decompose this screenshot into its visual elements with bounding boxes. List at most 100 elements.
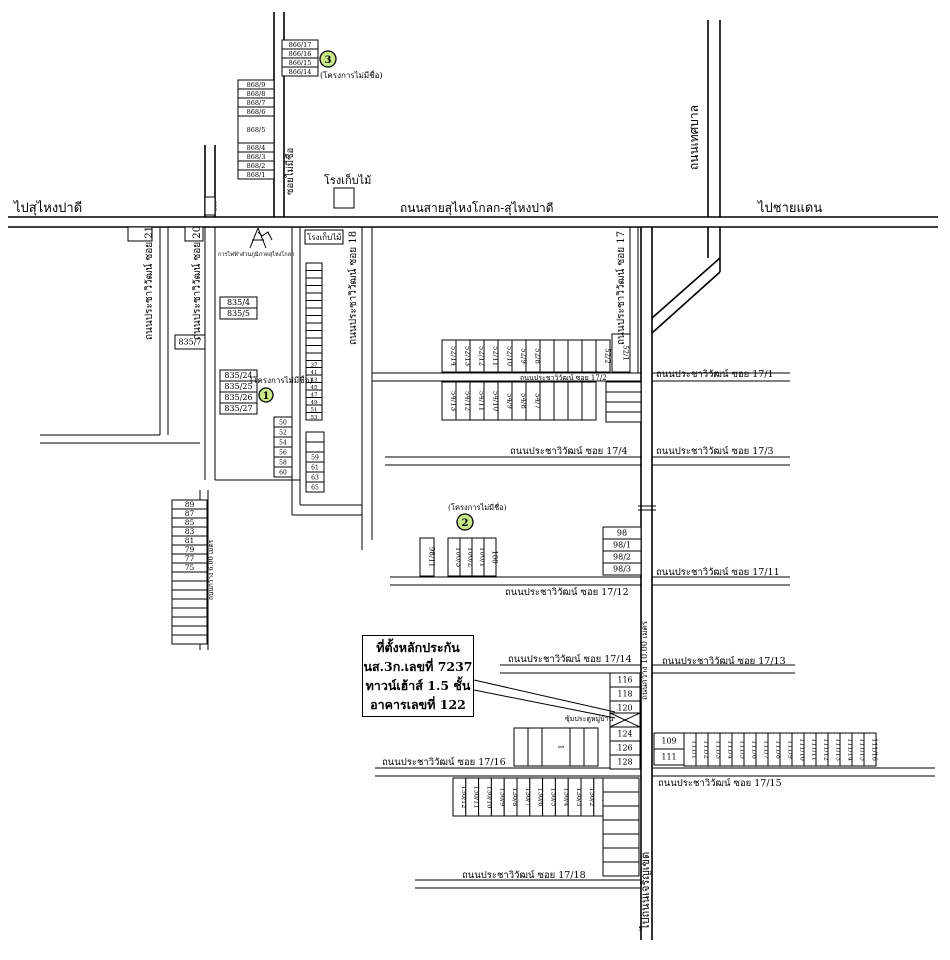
label-soi-17-18: ถนนประชาวิวัฒน์ ซอย 17/18 <box>462 869 586 881</box>
lot-blank <box>171 634 208 645</box>
lot-n868-2: 868/7 <box>237 97 275 108</box>
electricity-icon <box>249 227 273 249</box>
svg-text:52/9: 52/9 <box>520 348 528 364</box>
svg-text:835/25: 835/25 <box>224 382 252 391</box>
lot-n868-5: 868/4 <box>237 142 275 153</box>
lot-block-west <box>127 226 153 242</box>
lot-odd_west-7: 75 <box>171 562 208 573</box>
svg-text:54/7: 54/7 <box>534 393 542 409</box>
label-east-vertical: ถนนเทศบาล <box>687 105 701 170</box>
svg-text:111/4: 111/4 <box>727 740 735 759</box>
svg-text:111/11: 111/11 <box>811 738 819 761</box>
svg-text:130/6: 130/6 <box>537 788 545 807</box>
lot-r98-1: 98/1 <box>602 538 642 552</box>
lot-blank <box>305 262 323 271</box>
lot-r116-4: 126 <box>609 740 641 756</box>
lot-r111-7: 111/8 <box>767 732 783 767</box>
lot-blank <box>567 339 583 373</box>
svg-text:52/8: 52/8 <box>534 348 542 364</box>
svg-text:866/14: 866/14 <box>289 68 312 76</box>
lot-r111-13: 111/14 <box>839 732 855 767</box>
svg-text:47: 47 <box>311 392 318 398</box>
lot-blank <box>171 625 208 636</box>
lot-r116-1: 118 <box>609 686 641 702</box>
svg-text:835/4: 835/4 <box>227 298 250 307</box>
lot-n866-0: 866/17 <box>281 39 319 50</box>
marker-3: 3 <box>319 50 337 68</box>
lot-blank <box>171 598 208 609</box>
svg-text:111/12: 111/12 <box>823 738 831 761</box>
lot-blank <box>539 381 555 421</box>
svg-text:111/2: 111/2 <box>703 740 711 759</box>
lot-block-835 <box>204 196 216 216</box>
svg-text:868/1: 868/1 <box>247 171 266 179</box>
svg-text:124: 124 <box>617 730 632 739</box>
lot-blank <box>602 777 640 793</box>
lot-blank <box>605 391 642 403</box>
svg-text:54/9: 54/9 <box>506 393 514 409</box>
lot-r54-5: 54/8 <box>511 381 528 421</box>
svg-text:866/16: 866/16 <box>289 50 312 58</box>
lot-r130-9: 130/3 <box>567 777 583 817</box>
lot-blank <box>305 322 323 331</box>
svg-text:835/5: 835/5 <box>227 309 250 318</box>
lot-r98-0: 98 <box>602 526 642 540</box>
svg-text:51: 51 <box>311 407 318 413</box>
lot-blank <box>171 616 208 627</box>
lot-n866-3: 866/14 <box>281 66 319 77</box>
lot-blank <box>305 315 323 324</box>
svg-text:835/7: 835/7 <box>178 338 201 347</box>
lot-r100-0: 98/11 <box>419 537 436 577</box>
svg-text:111/15: 111/15 <box>859 738 867 761</box>
svg-text:52/12: 52/12 <box>478 346 486 366</box>
lot-r111-12: 111/13 <box>827 732 843 767</box>
svg-text:868/3: 868/3 <box>247 153 266 161</box>
svg-text:130/4: 130/4 <box>562 788 570 807</box>
lot-r128_4-0: 1 <box>541 727 571 767</box>
lot-r100-4: 100 <box>483 537 499 577</box>
label-main-road: ถนนสายสุไหงโกลก-สุไหงปาดี <box>400 201 554 216</box>
lot-r54-1: 54/12 <box>455 381 472 421</box>
svg-text:56: 56 <box>279 450 287 457</box>
lot-r116-0: 116 <box>609 672 641 688</box>
svg-text:83: 83 <box>185 527 195 536</box>
lot-blank <box>305 277 323 286</box>
svg-text:130/8: 130/8 <box>511 788 519 807</box>
svg-text:59: 59 <box>311 455 319 462</box>
lot-odd_mid-7: 53 <box>305 412 323 421</box>
lot-r54-6: 54/7 <box>525 381 542 421</box>
svg-text:75: 75 <box>185 563 195 572</box>
lots-layer: 866/17866/16866/15866/14868/9868/8868/78… <box>171 39 879 877</box>
lot-r52-7: 52/2 <box>595 339 612 373</box>
lot-even_mid-2: 54 <box>273 436 293 448</box>
lot-blank <box>171 580 208 591</box>
callout-line-1: ที่ตั้งหลักประกัน <box>376 640 460 655</box>
lot-r111-15: 111/16 <box>863 732 879 767</box>
lot-odd_west-0: 89 <box>171 499 208 510</box>
label-soi-17-12: ถนนประชาวิวัฒน์ ซอย 17/12 <box>505 586 629 598</box>
label-soi-21: ถนนประชาวิวัฒน์ ซอย 21 <box>143 226 155 340</box>
svg-text:111/16: 111/16 <box>871 738 879 761</box>
lot-blank <box>553 339 569 373</box>
lot-even_mid-1: 52 <box>273 426 293 438</box>
lot-even_mid-4: 58 <box>273 456 293 468</box>
lot-r52-6: 52/8 <box>525 339 542 373</box>
svg-text:111: 111 <box>661 753 676 762</box>
lot-blank <box>305 441 325 453</box>
lot-r98-2: 98/2 <box>602 550 642 564</box>
svg-text:130/5: 130/5 <box>550 788 558 807</box>
svg-text:866/15: 866/15 <box>289 59 312 67</box>
svg-text:111/5: 111/5 <box>739 740 747 759</box>
svg-text:130/2: 130/2 <box>588 788 596 807</box>
sawmill-building <box>333 187 355 209</box>
lot-blank <box>553 381 569 421</box>
svg-text:100/2: 100/2 <box>467 547 475 567</box>
svg-text:98/3: 98/3 <box>613 565 631 574</box>
label-sawmill-south: โรงเก็บไม้ <box>307 232 341 242</box>
lot-blank <box>305 352 323 361</box>
label-road-10m: ถนนกว้าง 10.00 เมตร <box>640 620 649 700</box>
svg-text:111/7: 111/7 <box>763 740 771 759</box>
label-project-1: (โครงการไม่มีชื่อ) <box>250 374 313 385</box>
lot-odd_west-6: 77 <box>171 553 208 564</box>
svg-text:53: 53 <box>311 415 318 421</box>
